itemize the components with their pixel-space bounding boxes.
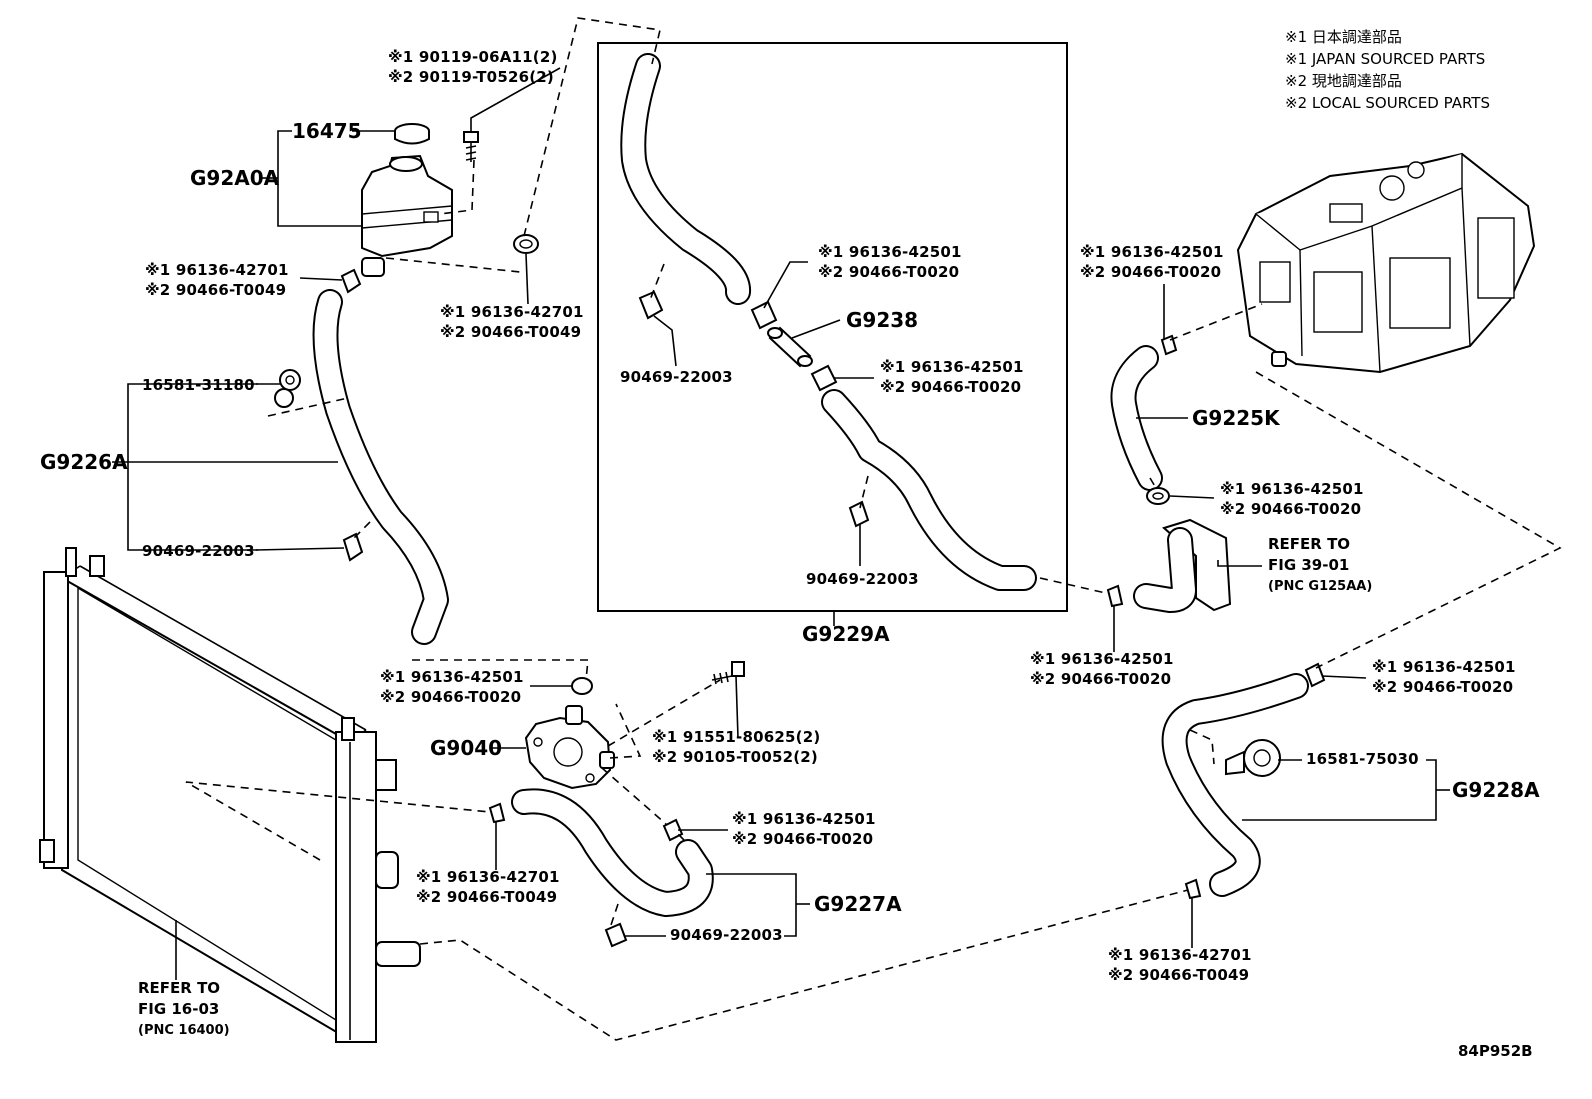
legend-line-3: ※2 現地調達部品: [1285, 72, 1402, 90]
part-label-clamp-bottom-right-1[interactable]: ※1 96136-42701: [1108, 946, 1252, 964]
clip-16581-75030[interactable]: [1225, 739, 1281, 777]
clamp-box-a[interactable]: [750, 300, 778, 330]
part-label-clamp-bottom-right-2[interactable]: ※2 90466-T0049: [1108, 966, 1250, 984]
part-label-clamp-tank-left-2[interactable]: ※2 90466-T0049: [145, 281, 287, 299]
heater-ref-pnc: (PNC G125AA): [1268, 579, 1373, 594]
leader-lines: [112, 67, 1450, 980]
radiator-ref-pnc: (PNC 16400): [138, 1023, 230, 1038]
part-label-clamp-mid-1[interactable]: ※1 96136-42501: [1030, 650, 1174, 668]
group-label-g9227a[interactable]: G9227A: [814, 892, 902, 916]
part-label-clip-16581-31180[interactable]: 16581-31180: [142, 376, 255, 394]
bolt-top[interactable]: [463, 131, 479, 162]
part-label-clamp-pump-top-1[interactable]: ※1 96136-42501: [380, 668, 524, 686]
hose-g9225k[interactable]: [1110, 345, 1163, 491]
clamp-g9225k[interactable]: [1146, 487, 1170, 505]
clamp-inverter[interactable]: [1160, 334, 1178, 356]
part-label-clamp-rad-1[interactable]: ※1 96136-42701: [416, 868, 560, 886]
part-label-clamp-mid-2[interactable]: ※2 90466-T0020: [1030, 670, 1172, 688]
clamp-g9227a[interactable]: [604, 922, 628, 948]
dashed-connection-lines: [185, 17, 1562, 1041]
part-label-clamp-box-left[interactable]: 90469-22003: [620, 368, 733, 386]
radiator-ref-line-2: FIG 16-03: [138, 1000, 220, 1018]
heater-ref-line-2: FIG 39-01: [1268, 556, 1350, 574]
part-label-clamp-right-1[interactable]: ※1 96136-42501: [1372, 658, 1516, 676]
part-label-clamp-box-b-2[interactable]: ※2 90466-T0020: [880, 378, 1022, 396]
figure-code: 84P952B: [1458, 1042, 1533, 1060]
clamp-pump-top[interactable]: [571, 677, 593, 695]
part-label-clamp-box-b-1[interactable]: ※1 96136-42501: [880, 358, 1024, 376]
part-label-clamp-box-a-2[interactable]: ※2 90466-T0020: [818, 263, 960, 281]
part-label-cap[interactable]: 16475: [292, 119, 362, 143]
group-label-g9228a[interactable]: G9228A: [1452, 778, 1540, 802]
part-label-bolt-pump-1[interactable]: ※1 91551-80625(2): [652, 728, 821, 746]
clamp-heater[interactable]: [1106, 584, 1124, 608]
part-label-bolt-pump-2[interactable]: ※2 90105-T0052(2): [652, 748, 818, 766]
legend-line-4: ※2 LOCAL SOURCED PARTS: [1285, 94, 1490, 112]
heater-ref-line-1: REFER TO: [1268, 535, 1351, 553]
part-label-clamp-inverter-2[interactable]: ※2 90466-T0020: [1080, 263, 1222, 281]
clamp-g9226a[interactable]: [342, 532, 364, 562]
hose-g9226a[interactable]: [312, 289, 449, 645]
part-label-clamp-tank-left-1[interactable]: ※1 96136-42701: [145, 261, 289, 279]
legend-line-2: ※1 JAPAN SOURCED PARTS: [1285, 50, 1486, 68]
legend-line-1: ※1 日本調達部品: [1285, 28, 1402, 46]
clamp-box-b[interactable]: [810, 364, 838, 392]
radiator[interactable]: [39, 547, 421, 1043]
part-label-clip-16581-75030[interactable]: 16581-75030: [1306, 750, 1419, 768]
part-label-clamp-pump-top-2[interactable]: ※2 90466-T0020: [380, 688, 522, 706]
group-label-g9238[interactable]: G9238: [846, 308, 919, 332]
part-label-clamp-right-2[interactable]: ※2 90466-T0020: [1372, 678, 1514, 696]
cap-16475[interactable]: [394, 123, 430, 145]
hose-g9229a-upper[interactable]: [620, 53, 751, 305]
clamp-tank-left[interactable]: [340, 268, 362, 294]
heater-reference[interactable]: REFER TO FIG 39-01 (PNC G125AA): [1268, 534, 1372, 597]
clamp-rad[interactable]: [488, 802, 506, 824]
group-label-g9225k[interactable]: G9225K: [1192, 406, 1280, 430]
part-label-clamp-pump-out-2[interactable]: ※2 90466-T0020: [732, 830, 874, 848]
clamp-bottom-right[interactable]: [1184, 878, 1202, 900]
hose-g9228a[interactable]: [1161, 673, 1309, 897]
part-label-bolt-top-1[interactable]: ※1 90119-06A11(2): [388, 48, 558, 66]
hose-g9227a[interactable]: [511, 788, 714, 917]
part-label-clamp-g9225k-2[interactable]: ※2 90466-T0020: [1220, 500, 1362, 518]
part-label-clamp-box-bottom[interactable]: 90469-22003: [806, 570, 919, 588]
group-label-g9040[interactable]: G9040: [430, 736, 503, 760]
part-label-clamp-g9227a[interactable]: 90469-22003: [670, 926, 783, 944]
part-label-clamp-box-a-1[interactable]: ※1 96136-42501: [818, 243, 962, 261]
clamp-pump-out[interactable]: [662, 818, 684, 842]
radiator-ref-line-1: REFER TO: [138, 979, 221, 997]
part-label-clamp-g9225k-1[interactable]: ※1 96136-42501: [1220, 480, 1364, 498]
connector-g9238[interactable]: [767, 326, 813, 368]
g9229a-group-box: [597, 42, 1068, 612]
group-label-g92a0a[interactable]: G92A0A: [190, 166, 280, 190]
part-label-clamp-rad-2[interactable]: ※2 90466-T0049: [416, 888, 558, 906]
group-label-g9226a[interactable]: G9226A: [40, 450, 128, 474]
legend: ※1 日本調達部品 ※1 JAPAN SOURCED PARTS ※2 現地調達…: [1285, 26, 1490, 114]
part-label-bolt-top-2[interactable]: ※2 90119-T0526(2): [388, 68, 554, 86]
clamp-tank-right[interactable]: [513, 234, 539, 254]
inverter-assembly[interactable]: [1236, 152, 1536, 374]
part-label-clamp-tank-right-1[interactable]: ※1 96136-42701: [440, 303, 584, 321]
bolt-pump[interactable]: [711, 661, 745, 685]
water-pump-g9040[interactable]: [524, 705, 615, 790]
part-label-clamp-inverter-1[interactable]: ※1 96136-42501: [1080, 243, 1224, 261]
clamp-right[interactable]: [1304, 662, 1326, 688]
part-label-clamp-g9226a[interactable]: 90469-22003: [142, 542, 255, 560]
group-label-g9229a[interactable]: G9229A: [802, 622, 890, 646]
radiator-reference[interactable]: REFER TO FIG 16-03 (PNC 16400): [138, 978, 230, 1041]
hose-g9229a-lower[interactable]: [821, 389, 1037, 591]
part-label-clamp-tank-right-2[interactable]: ※2 90466-T0049: [440, 323, 582, 341]
clamp-box-left[interactable]: [638, 290, 664, 320]
clip-16581-31180[interactable]: [274, 369, 301, 408]
heater-pipe[interactable]: [1133, 518, 1232, 613]
clamp-box-bottom[interactable]: [848, 500, 870, 528]
reservoir-tank[interactable]: [361, 154, 453, 277]
part-label-clamp-pump-out-1[interactable]: ※1 96136-42501: [732, 810, 876, 828]
